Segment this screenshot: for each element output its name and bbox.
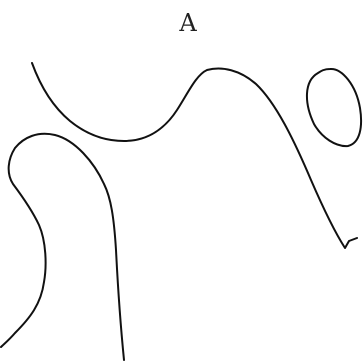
- small-loop-curve: [307, 69, 361, 146]
- panel-label: A: [178, 9, 197, 37]
- left-hook-curve: [1, 134, 124, 360]
